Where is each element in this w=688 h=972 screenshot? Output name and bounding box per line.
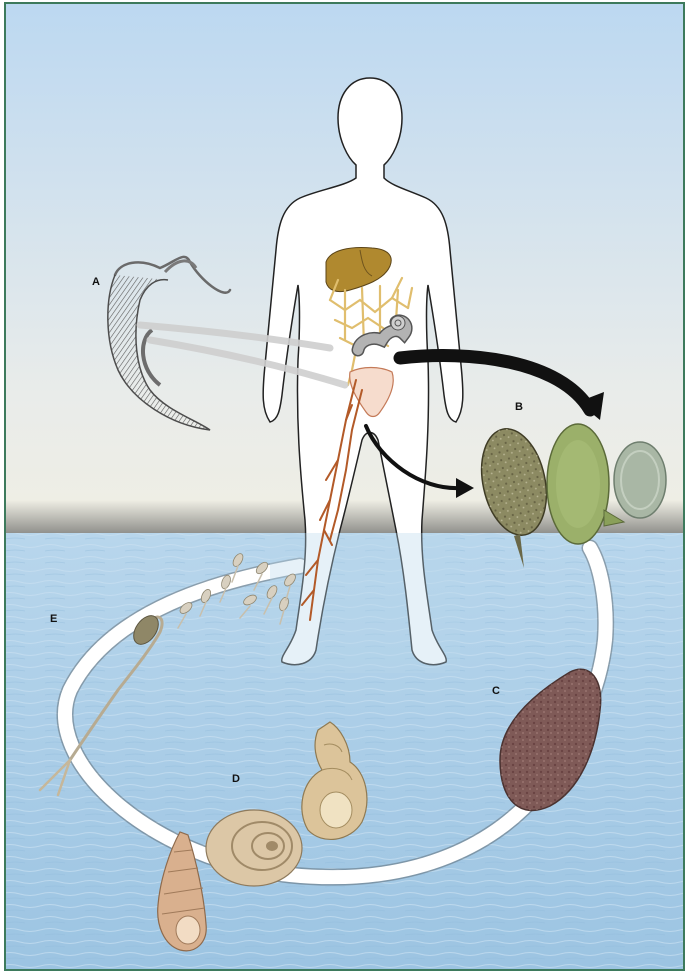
- label-d: D: [232, 773, 240, 785]
- label-c: C: [492, 685, 500, 697]
- egg-icon: [614, 442, 666, 518]
- snail-icon: [206, 810, 302, 886]
- label-b: B: [515, 401, 523, 413]
- label-e: E: [50, 613, 57, 625]
- label-a: A: [92, 276, 100, 288]
